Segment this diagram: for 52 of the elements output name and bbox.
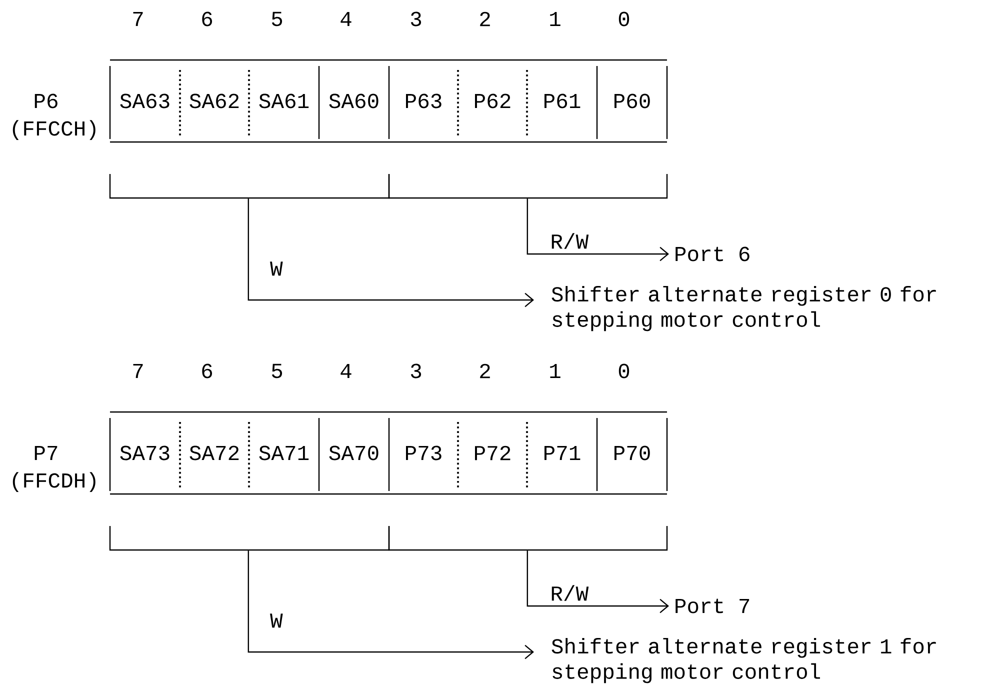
bit-number: 4: [340, 364, 352, 378]
bit-number: 5: [272, 364, 282, 378]
bit-number: 7: [133, 12, 143, 26]
bit-field: P63: [406, 94, 442, 108]
bit-number: 5: [272, 12, 282, 26]
bit-number: 3: [410, 12, 422, 26]
register-address: (FFCDH): [12, 472, 96, 492]
bit-field: P73: [406, 446, 442, 460]
bit-field: SA63: [120, 94, 170, 108]
edge-label: W: [270, 262, 283, 276]
group-bracket: [109, 526, 390, 551]
edge-label: R/W: [552, 233, 589, 249]
bit-field: SA73: [120, 446, 170, 460]
bit-field: P61: [544, 94, 580, 108]
group-bracket: [388, 174, 668, 199]
target-label: Shifter alternate register 1 for stepping motor control: [552, 638, 936, 684]
edge-label: R/W: [552, 585, 589, 601]
arrow: [526, 198, 669, 262]
bit-number: 4: [340, 12, 352, 26]
target-label: Shifter alternate register 0 for stepping motor control: [552, 286, 936, 332]
bit-field: P71: [544, 446, 580, 460]
bit-field: SA71: [259, 446, 309, 460]
target-label: Port 6: [676, 246, 750, 262]
bit-field: SA62: [190, 94, 239, 108]
bit-field: P72: [475, 446, 510, 460]
bit-number: 2: [480, 12, 490, 26]
bit-number: 1: [550, 12, 560, 26]
bit-number: 6: [202, 12, 212, 26]
register-name: P7: [34, 446, 58, 460]
bit-number: 3: [410, 364, 422, 378]
edge-label: W: [270, 614, 283, 628]
register-address: (FFCCH): [12, 120, 96, 140]
arrow: [248, 198, 534, 308]
bit-field: P70: [614, 446, 650, 460]
bit-number: 2: [480, 364, 490, 378]
bit-field: P62: [475, 94, 510, 108]
bit-field: SA61: [259, 94, 309, 108]
bit-number: 6: [202, 364, 212, 378]
bit-field: SA60: [329, 94, 378, 108]
bit-field: P60: [614, 94, 650, 108]
arrow: [526, 550, 669, 614]
bit-field: SA70: [329, 446, 378, 460]
bit-number: 7: [133, 364, 143, 378]
group-bracket: [109, 174, 390, 199]
register-name: P6: [34, 94, 58, 108]
group-bracket: [388, 526, 668, 551]
bit-number: 1: [550, 364, 560, 378]
bit-number: 0: [618, 364, 630, 378]
bit-number: 0: [618, 12, 630, 26]
target-label: Port 7: [676, 598, 750, 614]
bit-field: SA72: [190, 446, 239, 460]
arrow: [248, 550, 534, 660]
